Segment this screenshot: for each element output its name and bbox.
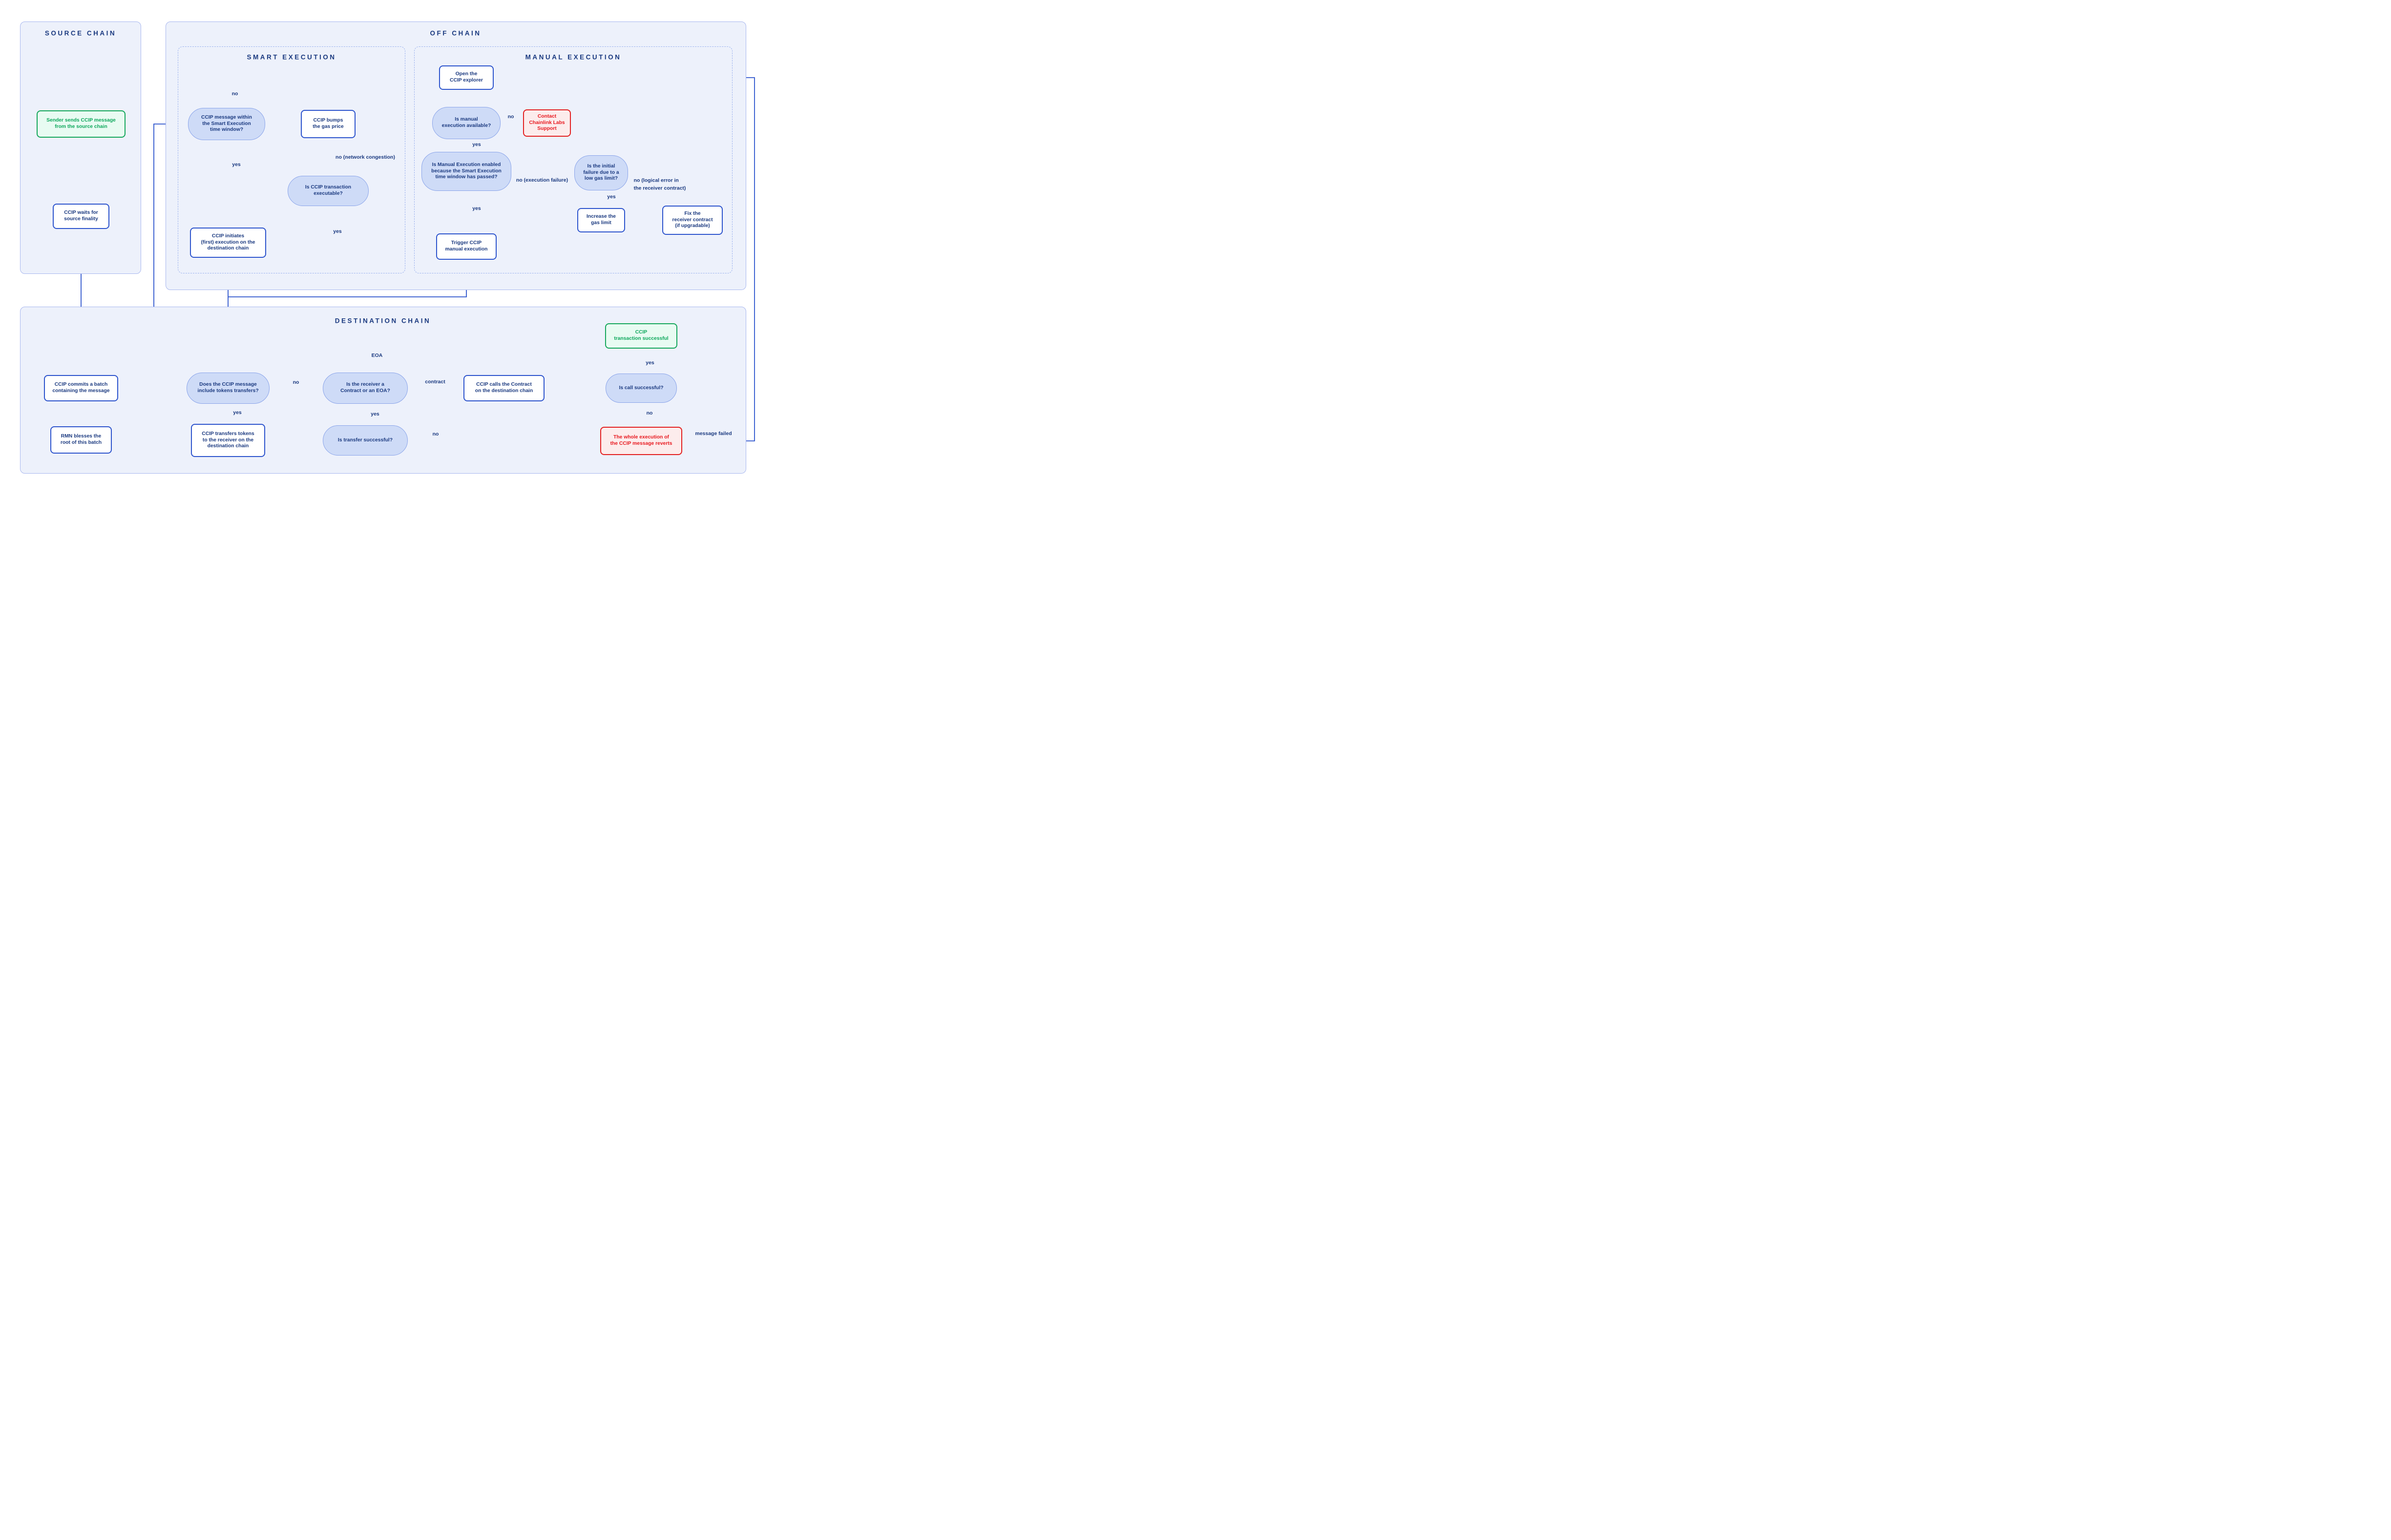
node-sender-sends: Sender sends CCIP message from the sourc… — [37, 110, 126, 138]
node-low-gas: Is the initial failure due to a low gas … — [574, 155, 628, 190]
edge-label-smart-window-yes: yes — [232, 162, 241, 168]
edge-label-transfer-no: no — [432, 431, 439, 437]
edge-label-message-failed: message failed — [695, 431, 732, 437]
node-contact-support: Contact Chainlink Labs Support — [523, 109, 571, 137]
edge-label-enabled-yes: yes — [472, 206, 481, 212]
node-ccip-calls: CCIP calls the Contract on the destinati… — [463, 375, 545, 401]
node-gas-bump: CCIP bumps the gas price — [301, 110, 356, 138]
node-ccip-commits: CCIP commits a batch containing the mess… — [44, 375, 118, 401]
edge-label-smart-window-no: no — [231, 91, 238, 97]
edge-label-available-no: no — [507, 114, 514, 120]
node-tx-success: CCIP transaction successful — [605, 323, 677, 349]
edge-label-call-yes: yes — [646, 360, 654, 366]
node-reverts: The whole execution of the CCIP message … — [600, 427, 682, 455]
node-executable: Is CCIP transaction executable? — [288, 176, 369, 206]
node-trigger-manual: Trigger CCIP manual execution — [436, 233, 497, 260]
panel-manual-execution — [414, 46, 733, 273]
edge-label-execution-failure: no (execution failure) — [516, 177, 568, 184]
node-increase-gas: Increase the gas limit — [577, 208, 625, 232]
panel-title-manual-execution: MANUAL EXECUTION — [525, 53, 622, 61]
node-ccip-waits: CCIP waits for source finality — [53, 204, 109, 229]
panel-source-chain — [20, 21, 141, 274]
node-smart-window: CCIP message within the Smart Execution … — [188, 108, 265, 140]
node-manual-available: Is manual execution available? — [432, 107, 501, 139]
node-transfer-success: Is transfer successful? — [323, 425, 408, 456]
node-initiates: CCIP initiates (first) execution on the … — [190, 228, 266, 258]
edge-label-logical-error: no (logical error in the receiver contra… — [633, 177, 686, 191]
node-explorer: Open the CCIP explorer — [439, 65, 494, 90]
edge-label-available-yes: yes — [472, 142, 481, 148]
edge-label-tokens-yes: yes — [233, 410, 242, 416]
edge-label-transfer-yes: yes — [371, 411, 379, 417]
panel-title-source-chain: SOURCE CHAIN — [44, 29, 117, 37]
panel-title-off-chain: OFF CHAIN — [430, 29, 482, 37]
edge-label-low-gas-yes: yes — [607, 194, 616, 200]
panel-title-destination-chain: DESTINATION CHAIN — [335, 317, 431, 325]
edge-label-network-congestion: no (network congestion) — [336, 154, 395, 161]
node-rmn-blesses: RMN blesses the root of this batch — [50, 426, 112, 454]
edge-label-eoa: EOA — [371, 353, 383, 359]
node-receiver-type: Is the receiver a Contract or an EOA? — [323, 373, 408, 404]
edge-label-tokens-no: no — [293, 379, 299, 386]
panel-title-smart-execution: SMART EXECUTION — [247, 53, 336, 61]
node-call-success: Is call successful? — [606, 374, 677, 403]
panel-smart-execution — [178, 46, 405, 273]
ccip-flow-diagram: SOURCE CHAIN OFF CHAIN SMART EXECUTION MANU… — [0, 0, 766, 493]
edge-label-executable-yes: yes — [333, 229, 342, 235]
node-fix-receiver: Fix the receiver contract (if upgradable… — [662, 206, 723, 235]
edge-label-contract: contract — [425, 379, 445, 385]
edge-label-call-no: no — [646, 410, 653, 416]
node-tokens-transfers: Does the CCIP message include tokens tra… — [187, 373, 270, 404]
node-transfers-tokens: CCIP transfers tokens to the receiver on… — [191, 424, 265, 457]
node-manual-enabled: Is Manual Execution enabled because the … — [421, 152, 511, 191]
